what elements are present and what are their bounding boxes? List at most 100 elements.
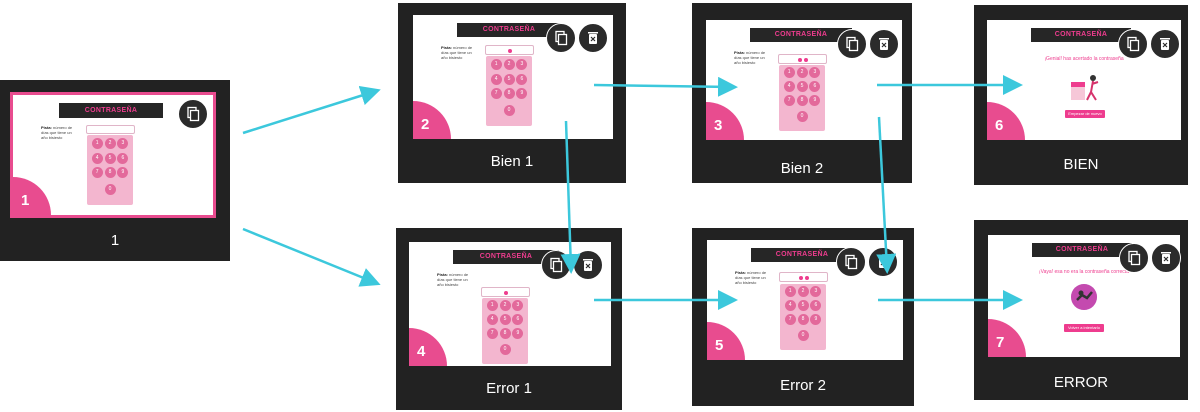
keypad-key[interactable]: 3 bbox=[512, 300, 524, 312]
card-2[interactable]: CONTRASEÑA Pista: número de días que tie… bbox=[398, 3, 626, 183]
delete-icon bbox=[879, 38, 889, 50]
delete-button[interactable] bbox=[869, 29, 899, 59]
password-dot bbox=[798, 275, 803, 280]
card-caption: Bien 1 bbox=[490, 153, 534, 170]
keypad-key[interactable]: 3 bbox=[516, 58, 528, 70]
copy-button[interactable] bbox=[1119, 243, 1149, 273]
error-illustration bbox=[1071, 284, 1097, 310]
card-caption: BIEN bbox=[1063, 156, 1099, 173]
keypad-key[interactable]: 7 bbox=[784, 314, 796, 326]
password-display bbox=[779, 272, 828, 282]
keypad-key[interactable]: 7 bbox=[783, 95, 795, 107]
keypad-key[interactable]: 8 bbox=[499, 328, 511, 340]
card-7[interactable]: CONTRASEÑA ¡Vaya! esa no era la contrase… bbox=[974, 220, 1188, 400]
password-dot bbox=[804, 275, 809, 280]
password-dot bbox=[803, 57, 808, 62]
delete-icon bbox=[588, 32, 598, 44]
keypad-key[interactable]: 5 bbox=[503, 73, 515, 85]
keypad-key[interactable]: 1 bbox=[486, 300, 498, 312]
keypad-key[interactable]: 4 bbox=[490, 73, 502, 85]
keypad-key[interactable]: 4 bbox=[486, 314, 498, 326]
keypad-key[interactable]: 2 bbox=[796, 67, 808, 79]
keypad-key[interactable]: 9 bbox=[516, 88, 528, 100]
slide-title: CONTRASEÑA bbox=[59, 103, 163, 118]
keypad-key[interactable]: 6 bbox=[512, 314, 524, 326]
slide-title: CONTRASEÑA bbox=[750, 28, 852, 42]
keypad-key[interactable]: 1 bbox=[91, 137, 103, 149]
keypad-key[interactable]: 8 bbox=[104, 167, 116, 179]
keypad-key[interactable]: 5 bbox=[796, 81, 808, 93]
keypad-key[interactable]: 1 bbox=[490, 58, 502, 70]
delete-button[interactable] bbox=[1151, 243, 1181, 273]
copy-icon bbox=[1128, 250, 1141, 266]
keypad-key[interactable]: 0 bbox=[499, 343, 511, 355]
result-message: ¡Genial! has acertado la contraseña bbox=[1044, 56, 1124, 62]
keypad-key[interactable]: 5 bbox=[797, 300, 809, 312]
keypad-key[interactable]: 2 bbox=[104, 137, 116, 149]
keypad-key[interactable]: 7 bbox=[486, 328, 498, 340]
copy-button[interactable] bbox=[546, 23, 576, 53]
card-1[interactable]: CONTRASEÑA Pista: número de días que tie… bbox=[0, 80, 230, 261]
keypad-key[interactable]: 1 bbox=[784, 286, 796, 298]
keypad-key[interactable]: 3 bbox=[809, 67, 821, 79]
keypad-key[interactable]: 3 bbox=[117, 137, 129, 149]
keypad-key[interactable]: 6 bbox=[516, 73, 528, 85]
keypad-key[interactable]: 4 bbox=[783, 81, 795, 93]
keypad-key[interactable]: 7 bbox=[490, 88, 502, 100]
keypad-key[interactable]: 0 bbox=[503, 105, 515, 117]
keypad-key[interactable]: 1 bbox=[783, 67, 795, 79]
keypad-key[interactable]: 8 bbox=[797, 314, 809, 326]
keypad-key[interactable]: 6 bbox=[117, 152, 129, 164]
result-message: ¡Vaya! esa no era la contraseña correcta bbox=[1039, 269, 1129, 275]
arrow-1-to-4 bbox=[242, 227, 381, 287]
hint-text: Pista: número de días que tiene un año b… bbox=[437, 272, 469, 287]
copy-button[interactable] bbox=[837, 29, 867, 59]
arrow-2-to-3 bbox=[593, 76, 738, 97]
copy-icon bbox=[555, 30, 568, 46]
slide-title: CONTRASEÑA bbox=[457, 23, 561, 37]
keypad-key[interactable]: 9 bbox=[810, 314, 822, 326]
card-caption: Bien 2 bbox=[780, 160, 824, 177]
card-6[interactable]: CONTRASEÑA ¡Genial! has acertado la cont… bbox=[974, 5, 1188, 185]
keypad-key[interactable]: 0 bbox=[104, 184, 116, 196]
keypad-key[interactable]: 2 bbox=[797, 286, 809, 298]
copy-icon bbox=[1127, 36, 1140, 52]
delete-button[interactable] bbox=[578, 23, 608, 53]
keypad-key[interactable]: 5 bbox=[499, 314, 511, 326]
keypad-key[interactable]: 2 bbox=[499, 300, 511, 312]
card-5-slide: CONTRASEÑA Pista: número de días que tie… bbox=[707, 240, 903, 360]
keypad-key[interactable]: 0 bbox=[797, 329, 809, 341]
keypad-key[interactable]: 5 bbox=[104, 152, 116, 164]
restart-button[interactable]: Empezar de nuevo bbox=[1065, 110, 1105, 118]
card-3[interactable]: CONTRASEÑA Pista: número de días que tie… bbox=[692, 3, 912, 183]
copy-button[interactable] bbox=[178, 99, 208, 129]
delete-button[interactable] bbox=[1150, 29, 1180, 59]
keypad-key[interactable]: 9 bbox=[512, 328, 524, 340]
retry-button[interactable]: Volver a intentarlo bbox=[1064, 324, 1104, 332]
password-display bbox=[481, 287, 530, 297]
keypad-key[interactable]: 3 bbox=[810, 286, 822, 298]
copy-button[interactable] bbox=[836, 247, 866, 277]
keypad-key[interactable]: 8 bbox=[503, 88, 515, 100]
password-dot bbox=[503, 290, 508, 295]
keypad-key[interactable]: 9 bbox=[809, 95, 821, 107]
hint-text: Pista: número de días que tiene un año b… bbox=[441, 45, 473, 60]
keypad-key[interactable]: 9 bbox=[117, 167, 129, 179]
password-display bbox=[86, 125, 135, 134]
keypad-key[interactable]: 4 bbox=[91, 152, 103, 164]
slide-title: CONTRASEÑA bbox=[1032, 243, 1132, 257]
keypad-key[interactable]: 8 bbox=[796, 95, 808, 107]
keypad-key[interactable]: 6 bbox=[809, 81, 821, 93]
card-caption: Error 2 bbox=[780, 377, 826, 394]
keypad-key[interactable]: 4 bbox=[784, 300, 796, 312]
slide-title: CONTRASEÑA bbox=[453, 250, 559, 264]
keypad-key[interactable]: 2 bbox=[503, 58, 515, 70]
password-display bbox=[778, 54, 827, 64]
keypad-key[interactable]: 7 bbox=[91, 167, 103, 179]
keypad-key[interactable]: 0 bbox=[796, 110, 808, 122]
keypad-key[interactable]: 6 bbox=[810, 300, 822, 312]
copy-button[interactable] bbox=[1118, 29, 1148, 59]
slide-title: CONTRASEÑA bbox=[751, 248, 853, 262]
